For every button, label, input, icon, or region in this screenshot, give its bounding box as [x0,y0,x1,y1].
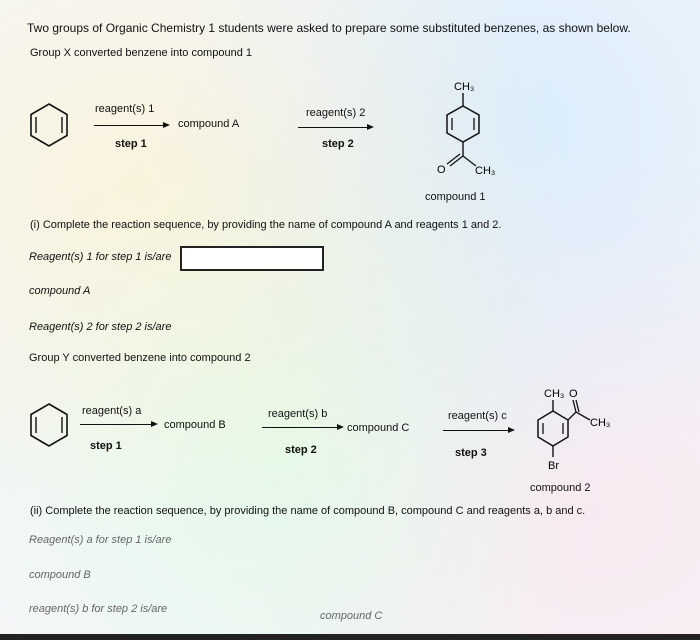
ch3-top-label: CH₃ [454,81,474,93]
reagent-2-prompt: Reagent(s) 2 for step 2 is/are [29,321,172,333]
bottom-edge-bar [0,634,700,640]
intro-text: Two groups of Organic Chemistry 1 studen… [27,21,631,35]
compound-2-label: compound 2 [530,482,591,494]
br-label: Br [548,460,559,472]
o-label-x: O [437,164,446,176]
reagent-1-prompt: Reagent(s) 1 for step 1 is/are [29,251,172,263]
reagent-b-label: reagent(s) b [268,408,328,420]
ch3-bottom-label: CH₃ [475,165,495,177]
step-2-y: step 2 [285,444,317,456]
compound-2-structure: CH₃ O CH₃ Br [537,388,610,472]
reagent-1-answer-box[interactable] [180,246,324,271]
step-3-y: step 3 [455,447,487,459]
benzene-x [30,103,68,147]
group-y-heading: Group Y converted benzene into compound … [29,352,251,364]
arrow-step-1-x [94,121,170,128]
step-2-x: step 2 [322,138,354,150]
reagent-b-prompt: reagent(s) b for step 2 is/are [29,603,168,615]
benzene-y [30,403,68,447]
compound-a-label: compound A [178,118,240,130]
ch3-ketone-label: CH₃ [590,417,610,429]
compound-c-label: compound C [347,422,410,434]
step-1-y: step 1 [90,440,122,452]
question-2-prompt: (ii) Complete the reaction sequence, by … [30,505,586,517]
reagent-2-label: reagent(s) 2 [306,107,366,119]
arrow-step-3-y [443,426,515,433]
arrow-step-2-x [298,123,374,130]
compound-b-prompt: compound B [29,569,91,581]
reagent-a-prompt: Reagent(s) a for step 1 is/are [29,534,172,546]
reagent-c-label: reagent(s) c [448,410,507,422]
compound-a-prompt: compound A [29,285,91,297]
arrow-step-2-y [262,423,344,430]
reagent-a-label: reagent(s) a [82,405,142,417]
ch3-ring-label: CH₃ [544,388,564,400]
question-1-prompt: (i) Complete the reaction sequence, by p… [30,219,502,231]
compound-1-label: compound 1 [425,191,486,203]
o-label-y: O [569,388,578,400]
reagent-1-label: reagent(s) 1 [95,103,155,115]
compound-c-prompt: compound C [320,610,383,622]
step-1-x: step 1 [115,138,147,150]
compound-1-structure: CH₃ O CH₃ [437,81,495,177]
arrow-step-1-y [80,420,158,427]
group-x-heading: Group X converted benzene into compound … [30,47,252,59]
compound-b-label: compound B [164,419,226,431]
